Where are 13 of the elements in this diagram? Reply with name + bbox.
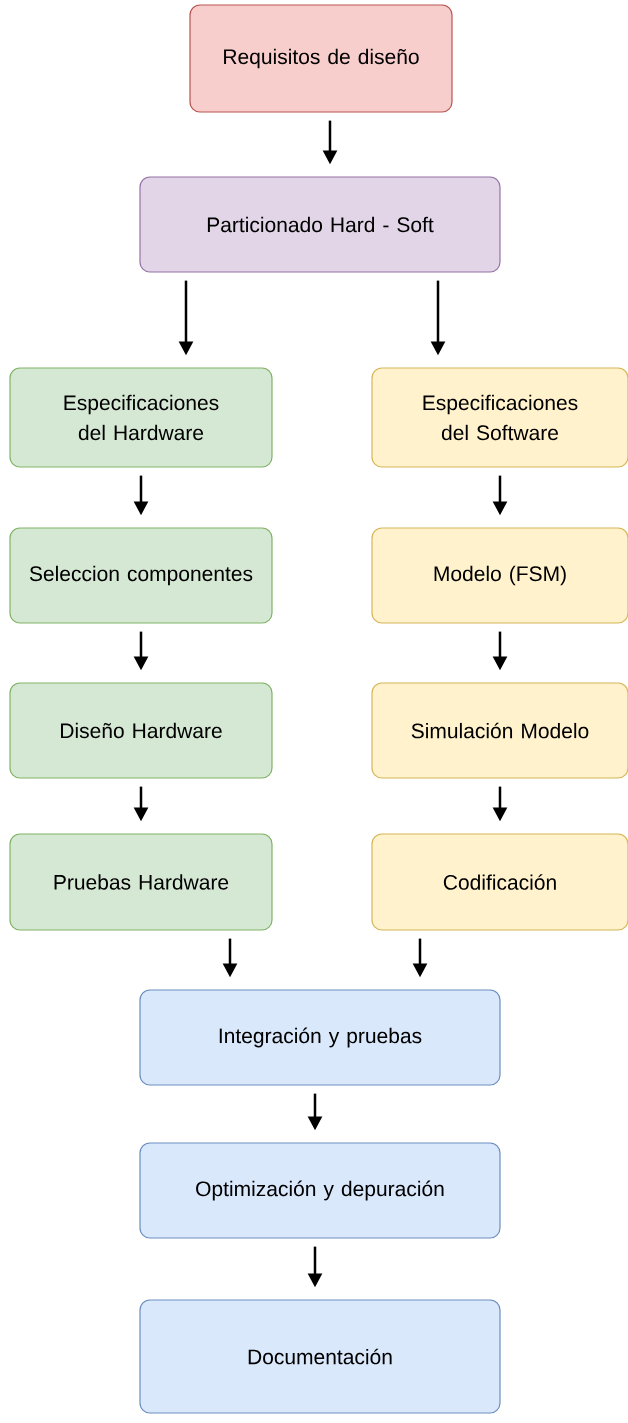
process-box: Integración y pruebas — [139, 989, 501, 1086]
process-box: Especificaciones del Hardware — [9, 367, 273, 468]
process-box: Requisitos de diseño — [189, 4, 453, 113]
process-box: Codificación — [371, 833, 628, 931]
process-box: Optimización y depuración — [139, 1142, 501, 1239]
process-box: Especificaciones del Software — [371, 367, 628, 468]
process-box: Simulación Modelo — [371, 682, 628, 779]
process-box: Seleccion componentes — [9, 527, 273, 624]
process-box: Particionado Hard - Soft — [139, 176, 501, 273]
process-box: Pruebas Hardware — [9, 833, 273, 931]
process-box: Diseño Hardware — [9, 682, 273, 779]
process-box: Modelo (FSM) — [371, 527, 628, 624]
process-box: Documentación — [139, 1299, 501, 1414]
